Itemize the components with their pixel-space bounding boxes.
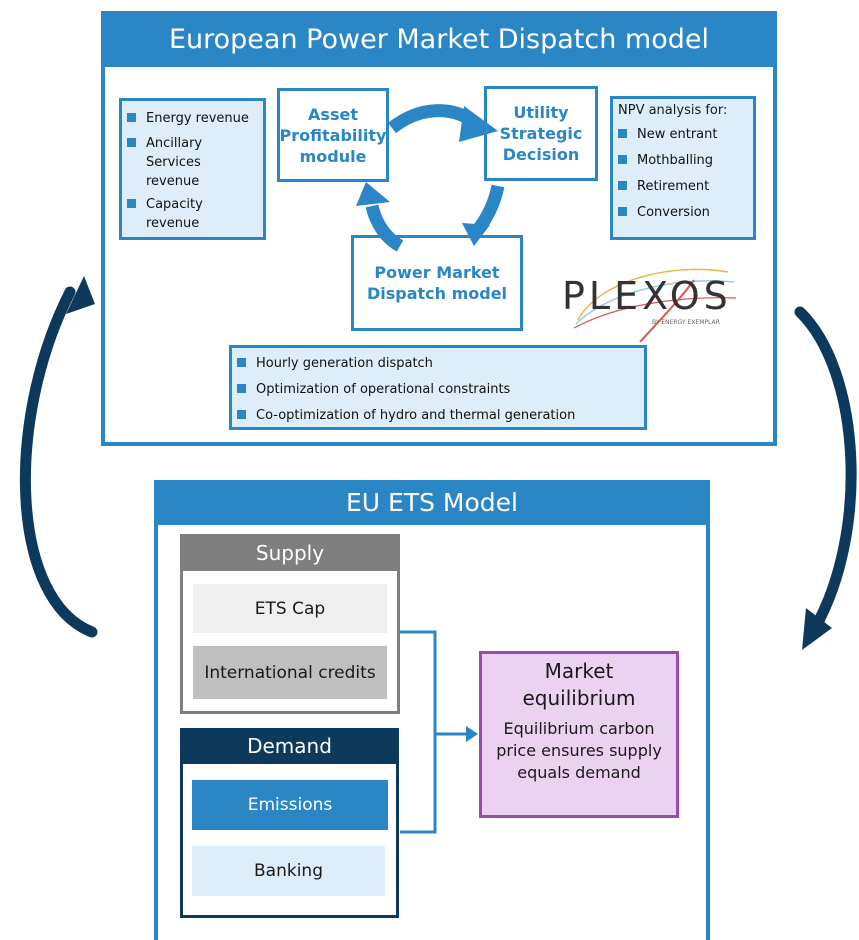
emissions-box: Emissions (192, 780, 388, 830)
logo-subtext: BY ENERGY EXEMPLAR (652, 319, 720, 326)
logo-swoosh-icon (573, 268, 737, 342)
eu-ets-title: EU ETS Model (154, 480, 710, 525)
bullet-icon (127, 199, 136, 208)
bullet-icon (618, 129, 627, 138)
list-item: Ancillary Services revenue (127, 134, 257, 191)
bullet-icon (127, 138, 136, 147)
bullet-icon (127, 113, 136, 122)
bullet-icon (237, 410, 246, 419)
list-item: Optimization of operational constraints (237, 380, 638, 399)
asset-profitability-node: Asset Profitability module (277, 88, 389, 182)
list-item: Retirement (618, 177, 748, 196)
international-credits-box: International credits (193, 646, 387, 699)
utility-strategic-node: Utility Strategic Decision (484, 86, 598, 181)
bullet-icon (237, 384, 246, 393)
list-item: Energy revenue (127, 109, 257, 128)
banking-box: Banking (192, 846, 385, 896)
bullet-icon (618, 181, 627, 190)
revenue-box: Energy revenue Ancillary Services revenu… (119, 98, 266, 240)
market-description: Equilibrium carbon price ensures supply … (496, 719, 662, 782)
list-item: Capacity revenue (127, 195, 257, 233)
bullet-icon (237, 358, 246, 367)
demand-header: Demand (180, 728, 399, 764)
list-item: Hourly generation dispatch (237, 354, 638, 373)
list-item: Co-optimization of hydro and thermal gen… (237, 406, 638, 425)
ets-cap-box: ETS Cap (193, 584, 387, 633)
bullet-icon (618, 207, 627, 216)
supply-header: Supply (180, 534, 400, 571)
npv-box: NPV analysis for: New entrant Mothballin… (610, 96, 756, 240)
logo-wordmark: PLEXOS (562, 274, 732, 318)
list-item: New entrant (618, 125, 748, 144)
market-equilibrium-box: Market equilibrium Equilibrium carbon pr… (479, 651, 679, 818)
market-title: Market equilibrium (522, 659, 636, 710)
list-item: Conversion (618, 203, 748, 222)
power-market-title: European Power Market Dispatch model (101, 11, 777, 67)
dispatch-model-node: Power Market Dispatch model (351, 235, 523, 331)
npv-title: NPV analysis for: (618, 103, 728, 118)
dispatch-features-box: Hourly generation dispatch Optimization … (229, 345, 647, 430)
bullet-icon (618, 155, 627, 164)
list-item: Mothballing (618, 151, 748, 170)
plexos-logo: PLEXOS BY ENERGY EXEMPLAR (558, 262, 748, 342)
